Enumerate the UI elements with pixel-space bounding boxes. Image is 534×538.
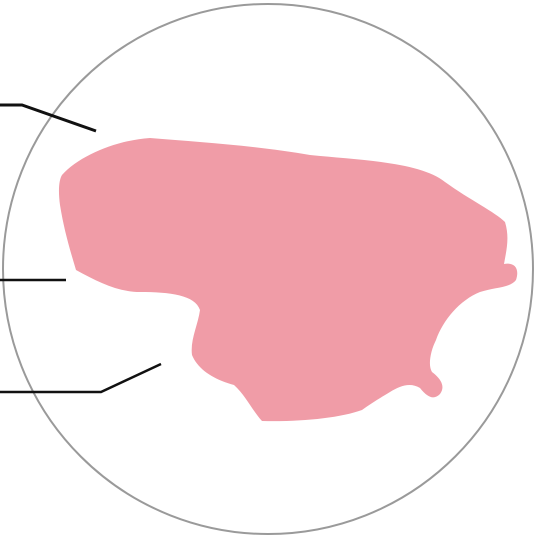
diagram-figure: [0, 0, 534, 538]
diagram-canvas: [0, 0, 534, 538]
